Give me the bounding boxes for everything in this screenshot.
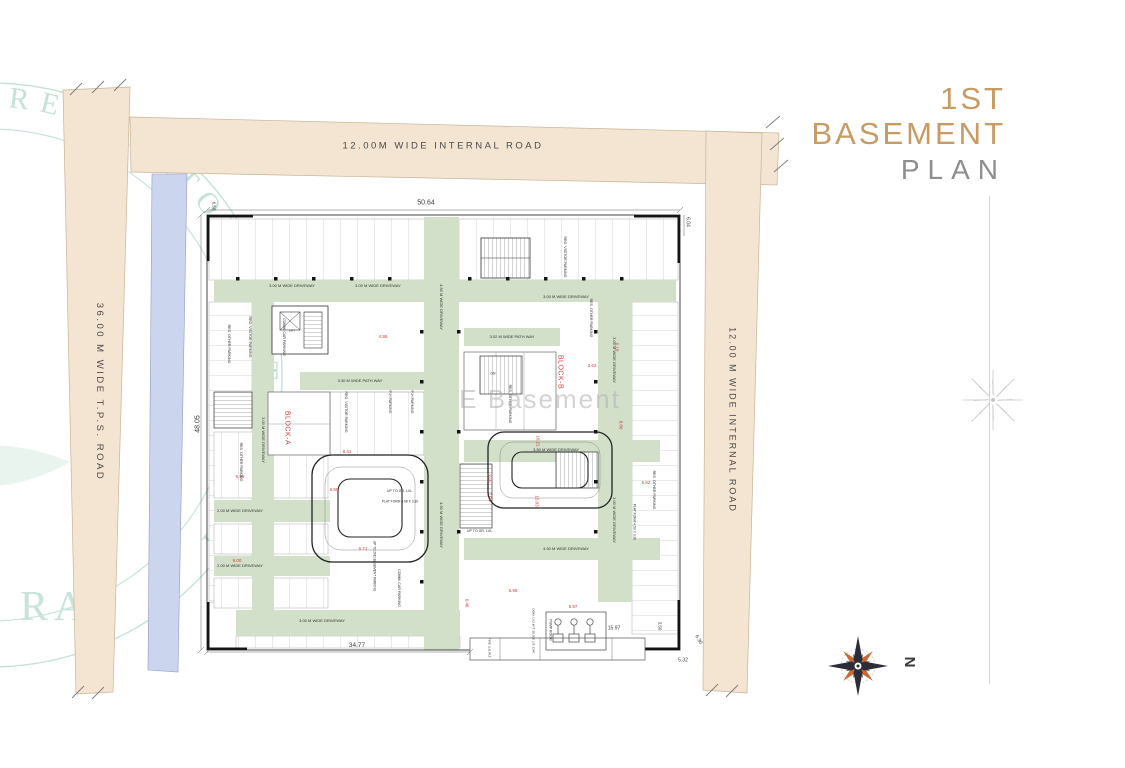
compass-rose: N xyxy=(828,636,918,696)
watermark-emblem-shape xyxy=(0,445,70,486)
title-line-1: 1ST xyxy=(940,81,1006,116)
driveway-areas xyxy=(214,217,676,650)
starburst-ornament xyxy=(963,370,1023,430)
stair-block xyxy=(213,391,253,429)
dimension-lines xyxy=(197,206,685,656)
title-rule-line xyxy=(989,196,990,684)
ramp-loop-west xyxy=(311,454,429,563)
ramp-loop-east xyxy=(487,431,613,509)
road-break-ticks xyxy=(69,78,789,700)
stair-block xyxy=(555,451,599,489)
stair-block xyxy=(459,463,493,529)
ramp-loops xyxy=(311,431,613,563)
pump-equipment xyxy=(545,611,607,651)
drawing-title: 1ST BASEMENT PLAN xyxy=(811,81,1006,186)
columns xyxy=(236,277,624,584)
title-line-2: BASEMENT xyxy=(811,115,1006,151)
stair-block xyxy=(303,311,323,349)
title-line-3: PLAN xyxy=(900,154,1006,186)
right-internal-road xyxy=(702,130,763,694)
basement-plan xyxy=(197,206,685,661)
wall-segments xyxy=(207,215,680,650)
roads xyxy=(62,78,789,700)
water-strip xyxy=(147,173,188,673)
pump-room-annex xyxy=(469,611,646,661)
plot-boundary xyxy=(206,214,681,651)
stair-block xyxy=(479,355,523,395)
tps-road xyxy=(62,86,131,695)
block-a-core xyxy=(267,391,331,456)
top-internal-road xyxy=(129,116,780,186)
north-label: N xyxy=(901,657,918,668)
cores-and-stairs xyxy=(213,237,599,529)
